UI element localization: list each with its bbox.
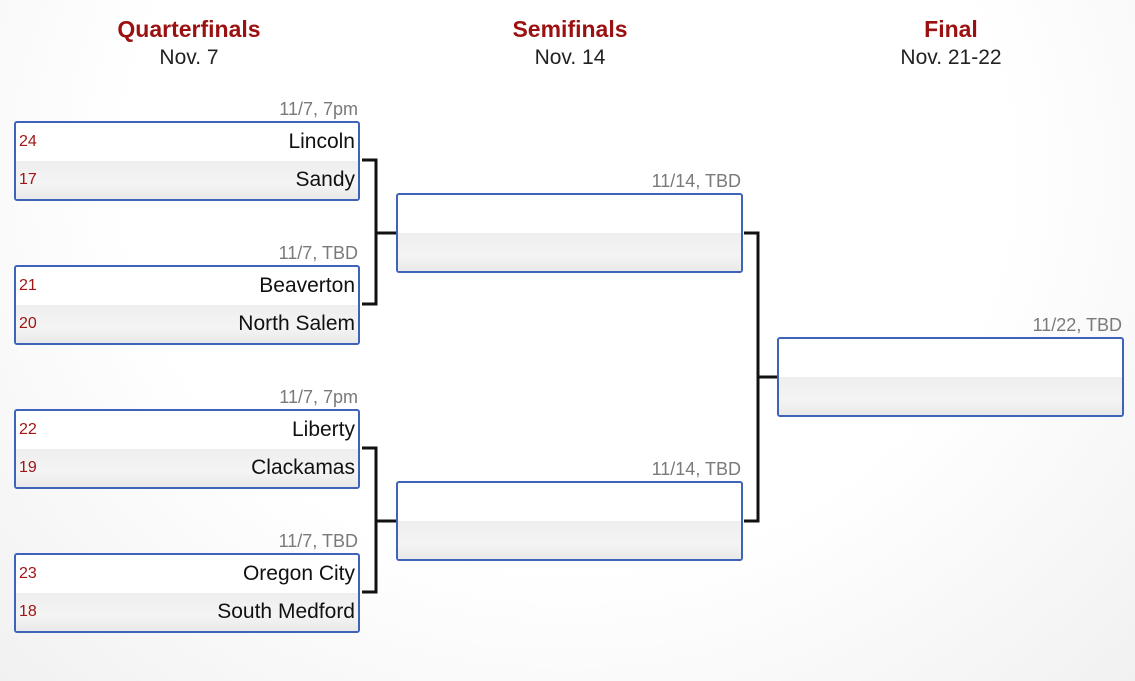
team-seed: 18 (19, 603, 37, 620)
match-time: 11/14, TBD (651, 171, 741, 191)
match-time: 11/22, TBD (1032, 315, 1122, 335)
team-name: Lincoln (288, 130, 355, 153)
match-qf-1: 11/7, 7pm 24 Lincoln 17 Sandy (14, 97, 360, 201)
team-seed: 17 (19, 171, 37, 188)
round-title: Semifinals (512, 16, 628, 42)
team-row[interactable]: 24 Lincoln (16, 123, 358, 161)
team-row[interactable]: 17 Sandy (16, 161, 358, 199)
match-time: 11/7, TBD (278, 531, 358, 551)
match-sf-2: 11/14, TBD (396, 457, 743, 561)
team-name: Sandy (295, 168, 355, 191)
round-header-quarterfinals: Quarterfinals Nov. 7 (9, 14, 369, 72)
team-row[interactable] (779, 377, 1122, 415)
match-qf-4: 11/7, TBD 23 Oregon City 18 South Medfor… (14, 529, 360, 633)
team-name: Oregon City (242, 562, 355, 585)
team-name: Beaverton (259, 274, 355, 297)
match-time: 11/7, 7pm (279, 387, 358, 407)
round-header-semifinals: Semifinals Nov. 14 (390, 14, 750, 72)
team-row[interactable]: 23 Oregon City (16, 555, 358, 593)
team-row[interactable] (398, 233, 741, 271)
team-name: South Medford (217, 600, 355, 623)
team-name: Clackamas (251, 456, 355, 479)
connector-qf3-qf4 (362, 446, 396, 594)
match-box: 24 Lincoln 17 Sandy (14, 121, 360, 201)
round-date: Nov. 14 (534, 46, 606, 69)
match-box (396, 193, 743, 273)
match-final: 11/22, TBD (777, 313, 1124, 417)
team-seed: 23 (19, 565, 37, 582)
match-time: 11/14, TBD (651, 459, 741, 479)
round-date: Nov. 7 (159, 46, 219, 69)
team-row[interactable]: 21 Beaverton (16, 267, 358, 305)
round-header-final: Final Nov. 21-22 (771, 14, 1131, 72)
match-box: 23 Oregon City 18 South Medford (14, 553, 360, 633)
match-sf-1: 11/14, TBD (396, 169, 743, 273)
match-time: 11/7, 7pm (279, 99, 358, 119)
match-qf-3: 11/7, 7pm 22 Liberty 19 Clackamas (14, 385, 360, 489)
team-row[interactable] (398, 521, 741, 559)
team-row[interactable]: 22 Liberty (16, 411, 358, 449)
team-row[interactable] (779, 339, 1122, 377)
team-row[interactable]: 19 Clackamas (16, 449, 358, 487)
team-row[interactable]: 20 North Salem (16, 305, 358, 343)
match-box: 22 Liberty 19 Clackamas (14, 409, 360, 489)
round-date: Nov. 21-22 (900, 46, 1002, 69)
round-title: Quarterfinals (117, 16, 261, 42)
team-seed: 22 (19, 421, 37, 438)
connector-sf1-sf2 (744, 231, 777, 523)
team-name: Liberty (291, 418, 355, 441)
team-row[interactable] (398, 195, 741, 233)
match-box (396, 481, 743, 561)
team-name: North Salem (238, 312, 355, 335)
team-seed: 24 (19, 133, 37, 150)
team-row[interactable]: 18 South Medford (16, 593, 358, 631)
team-seed: 19 (19, 459, 37, 476)
team-row[interactable] (398, 483, 741, 521)
match-time: 11/7, TBD (278, 243, 358, 263)
round-title: Final (924, 16, 978, 42)
match-qf-2: 11/7, TBD 21 Beaverton 20 North Salem (14, 241, 360, 345)
team-seed: 21 (19, 277, 37, 294)
match-box (777, 337, 1124, 417)
match-box: 21 Beaverton 20 North Salem (14, 265, 360, 345)
connector-qf1-qf2 (362, 158, 396, 306)
team-seed: 20 (19, 315, 37, 332)
